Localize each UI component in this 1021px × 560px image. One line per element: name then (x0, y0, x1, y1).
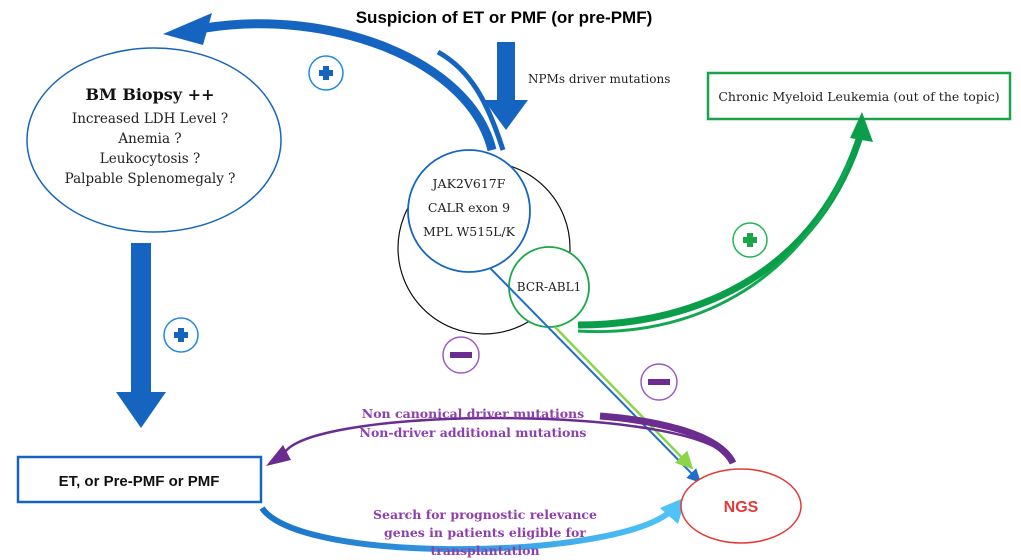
plus-icon (308, 55, 344, 91)
biopsy-ellipse: BM Biopsy ++ Increased LDH Level ? Anemi… (26, 47, 282, 233)
biopsy-line: Increased LDH Level ? (72, 111, 228, 127)
bcr-circle: BCR-ABL1 (508, 246, 590, 328)
biopsy-line: Palpable Splenomegaly ? (65, 171, 236, 187)
down-arrow-biopsy (116, 243, 166, 428)
cml-box: Chronic Myeloid Leukemia (out of the top… (706, 71, 1012, 121)
arrow-mutations-to-ngs (489, 267, 701, 483)
mutations-circle: JAK2V617F CALR exon 9 MPL W515L/K (407, 149, 531, 273)
purple-arc-arrow (266, 412, 737, 466)
down-arrow-npm (484, 42, 528, 130)
mutation-label: JAK2V617F (431, 176, 506, 191)
curved-arrow-to-cml (577, 112, 873, 334)
biopsy-line: Anemia ? (117, 131, 181, 147)
minus-icon (442, 336, 480, 374)
cml-label: Chronic Myeloid Leukemia (out of the top… (718, 89, 999, 104)
plus-icon (732, 222, 768, 258)
upper-arc-label: Non canonical driver mutations (362, 406, 584, 421)
lower-arc-label: Search for prognostic relevance (373, 507, 597, 522)
minus-icon (640, 363, 678, 401)
arrow-bcr-to-ngs (554, 326, 694, 470)
npm-label: NPMs driver mutations (528, 72, 670, 86)
upper-arc-label: Non-driver additional mutations (360, 425, 587, 440)
mutation-label: CALR exon 9 (428, 200, 510, 215)
lower-arc-label: genes in patients eligible for (384, 525, 586, 540)
ngs-ellipse: NGS (680, 468, 802, 544)
curved-arrow-to-biopsy (163, 13, 506, 152)
diagram-title: Suspicion of ET or PMF (or pre-PMF) (356, 8, 653, 27)
plus-icon (163, 317, 199, 353)
lower-arc-label: transplantation (430, 543, 539, 558)
ngs-label: NGS (724, 499, 759, 516)
bcr-label: BCR-ABL1 (517, 280, 581, 294)
mutation-label: MPL W515L/K (423, 224, 516, 239)
biopsy-line: Leukocytosis ? (100, 151, 200, 167)
biopsy-heading: BM Biopsy ++ (86, 85, 215, 104)
result-box: ET, or Pre-PMF or PMF (16, 455, 263, 504)
result-label: ET, or Pre-PMF or PMF (59, 473, 220, 490)
cyan-arc-arrow (259, 497, 686, 553)
